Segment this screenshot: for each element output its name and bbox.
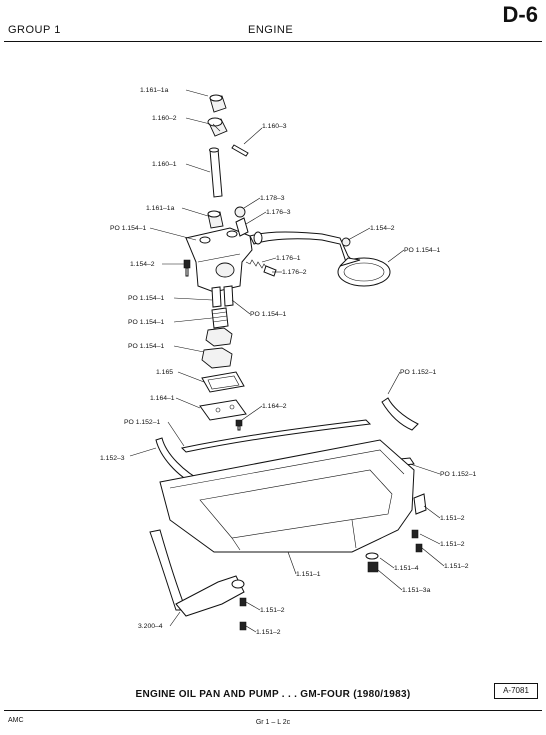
- part-label: 1.151–2: [444, 563, 469, 570]
- part-label: 1.151–4: [394, 565, 419, 572]
- part-label: PO 1.154–1: [404, 247, 440, 254]
- leader-lines: [129, 89, 445, 633]
- part-label: PO 1.154–1: [128, 319, 164, 326]
- retaining-pin: [231, 144, 249, 157]
- group-label: GROUP 1: [8, 24, 61, 36]
- pump-idler-gear: [201, 327, 233, 369]
- header-rule: [4, 41, 542, 42]
- figure-caption: ENGINE OIL PAN AND PUMP . . . GM-FOUR (1…: [135, 689, 411, 700]
- part-labels: 1.161–1a 1.160–2 1.160–3 1.160–1 1.178–3…: [100, 87, 476, 636]
- part-label: 1.151–3a: [402, 587, 431, 594]
- pump-cover-gasket: [201, 371, 245, 393]
- drive-shaft: [209, 147, 223, 198]
- pan-end-seal-front: [381, 397, 419, 431]
- part-label: 1.151–1: [296, 571, 321, 578]
- part-label: 1.165: [156, 369, 173, 376]
- pump-cover: [199, 399, 247, 421]
- hex-coupling: [207, 117, 228, 137]
- part-label: 1.160–3: [262, 123, 287, 130]
- part-label: 1.151–2: [440, 541, 465, 548]
- part-label: 1.161–1a: [146, 205, 175, 212]
- footer-page-ref: Gr 1 – L 2c: [255, 719, 291, 726]
- relief-spring: [245, 259, 277, 277]
- part-label: 1.151–2: [260, 607, 285, 614]
- part-label: PO 1.154–1: [128, 343, 164, 350]
- pan-bolts: [239, 493, 427, 631]
- part-label: 1.160–1: [152, 161, 177, 168]
- part-label: 1.176–2: [282, 269, 307, 276]
- part-label: PO 1.152–1: [400, 369, 436, 376]
- part-label: PO 1.152–1: [124, 419, 160, 426]
- pump-shaft-cap: [209, 94, 227, 113]
- part-label: 1.178–3: [260, 195, 285, 202]
- part-label: 1.164–1: [150, 395, 175, 402]
- part-label: 1.161–1a: [140, 87, 169, 94]
- pump-drive-gear-shaft: [211, 285, 234, 308]
- page-code: D-6: [502, 2, 538, 27]
- figure-reference: A-7081: [494, 683, 538, 699]
- section-title: ENGINE: [248, 24, 294, 36]
- footer-rule: [4, 710, 542, 711]
- part-label: 1.176–1: [276, 255, 301, 262]
- part-label: PO 1.152–1: [440, 471, 476, 478]
- parts-illustration: [149, 94, 427, 631]
- dipstick-tube-bracket: [149, 529, 245, 617]
- part-label: 1.176–3: [266, 209, 291, 216]
- pump-drive-gear: [211, 307, 229, 329]
- part-label: PO 1.154–1: [110, 225, 146, 232]
- part-label: 1.151–2: [440, 515, 465, 522]
- cover-screw: [235, 419, 243, 431]
- oil-pump-body: [185, 217, 253, 293]
- part-label: 1.154–2: [370, 225, 395, 232]
- part-label: 3.200–4: [138, 623, 163, 630]
- part-label: PO 1.154–1: [250, 311, 286, 318]
- oil-pickup-tube: [249, 231, 353, 263]
- part-label: PO 1.154–1: [128, 295, 164, 302]
- check-ball: [234, 206, 246, 218]
- part-label: 1.151–2: [256, 629, 281, 636]
- oil-pickup-screen: [337, 257, 391, 287]
- footer-brand: AMC: [8, 717, 24, 724]
- pump-mount-bolt: [183, 259, 191, 277]
- part-label: 1.154–2: [130, 261, 155, 268]
- part-label: 1.160–2: [152, 115, 177, 122]
- part-label: 1.164–2: [262, 403, 287, 410]
- oil-pan: [159, 439, 415, 553]
- drain-plug: [365, 552, 379, 573]
- part-label: 1.152–3: [100, 455, 125, 462]
- shaft-sleeve: [207, 210, 224, 229]
